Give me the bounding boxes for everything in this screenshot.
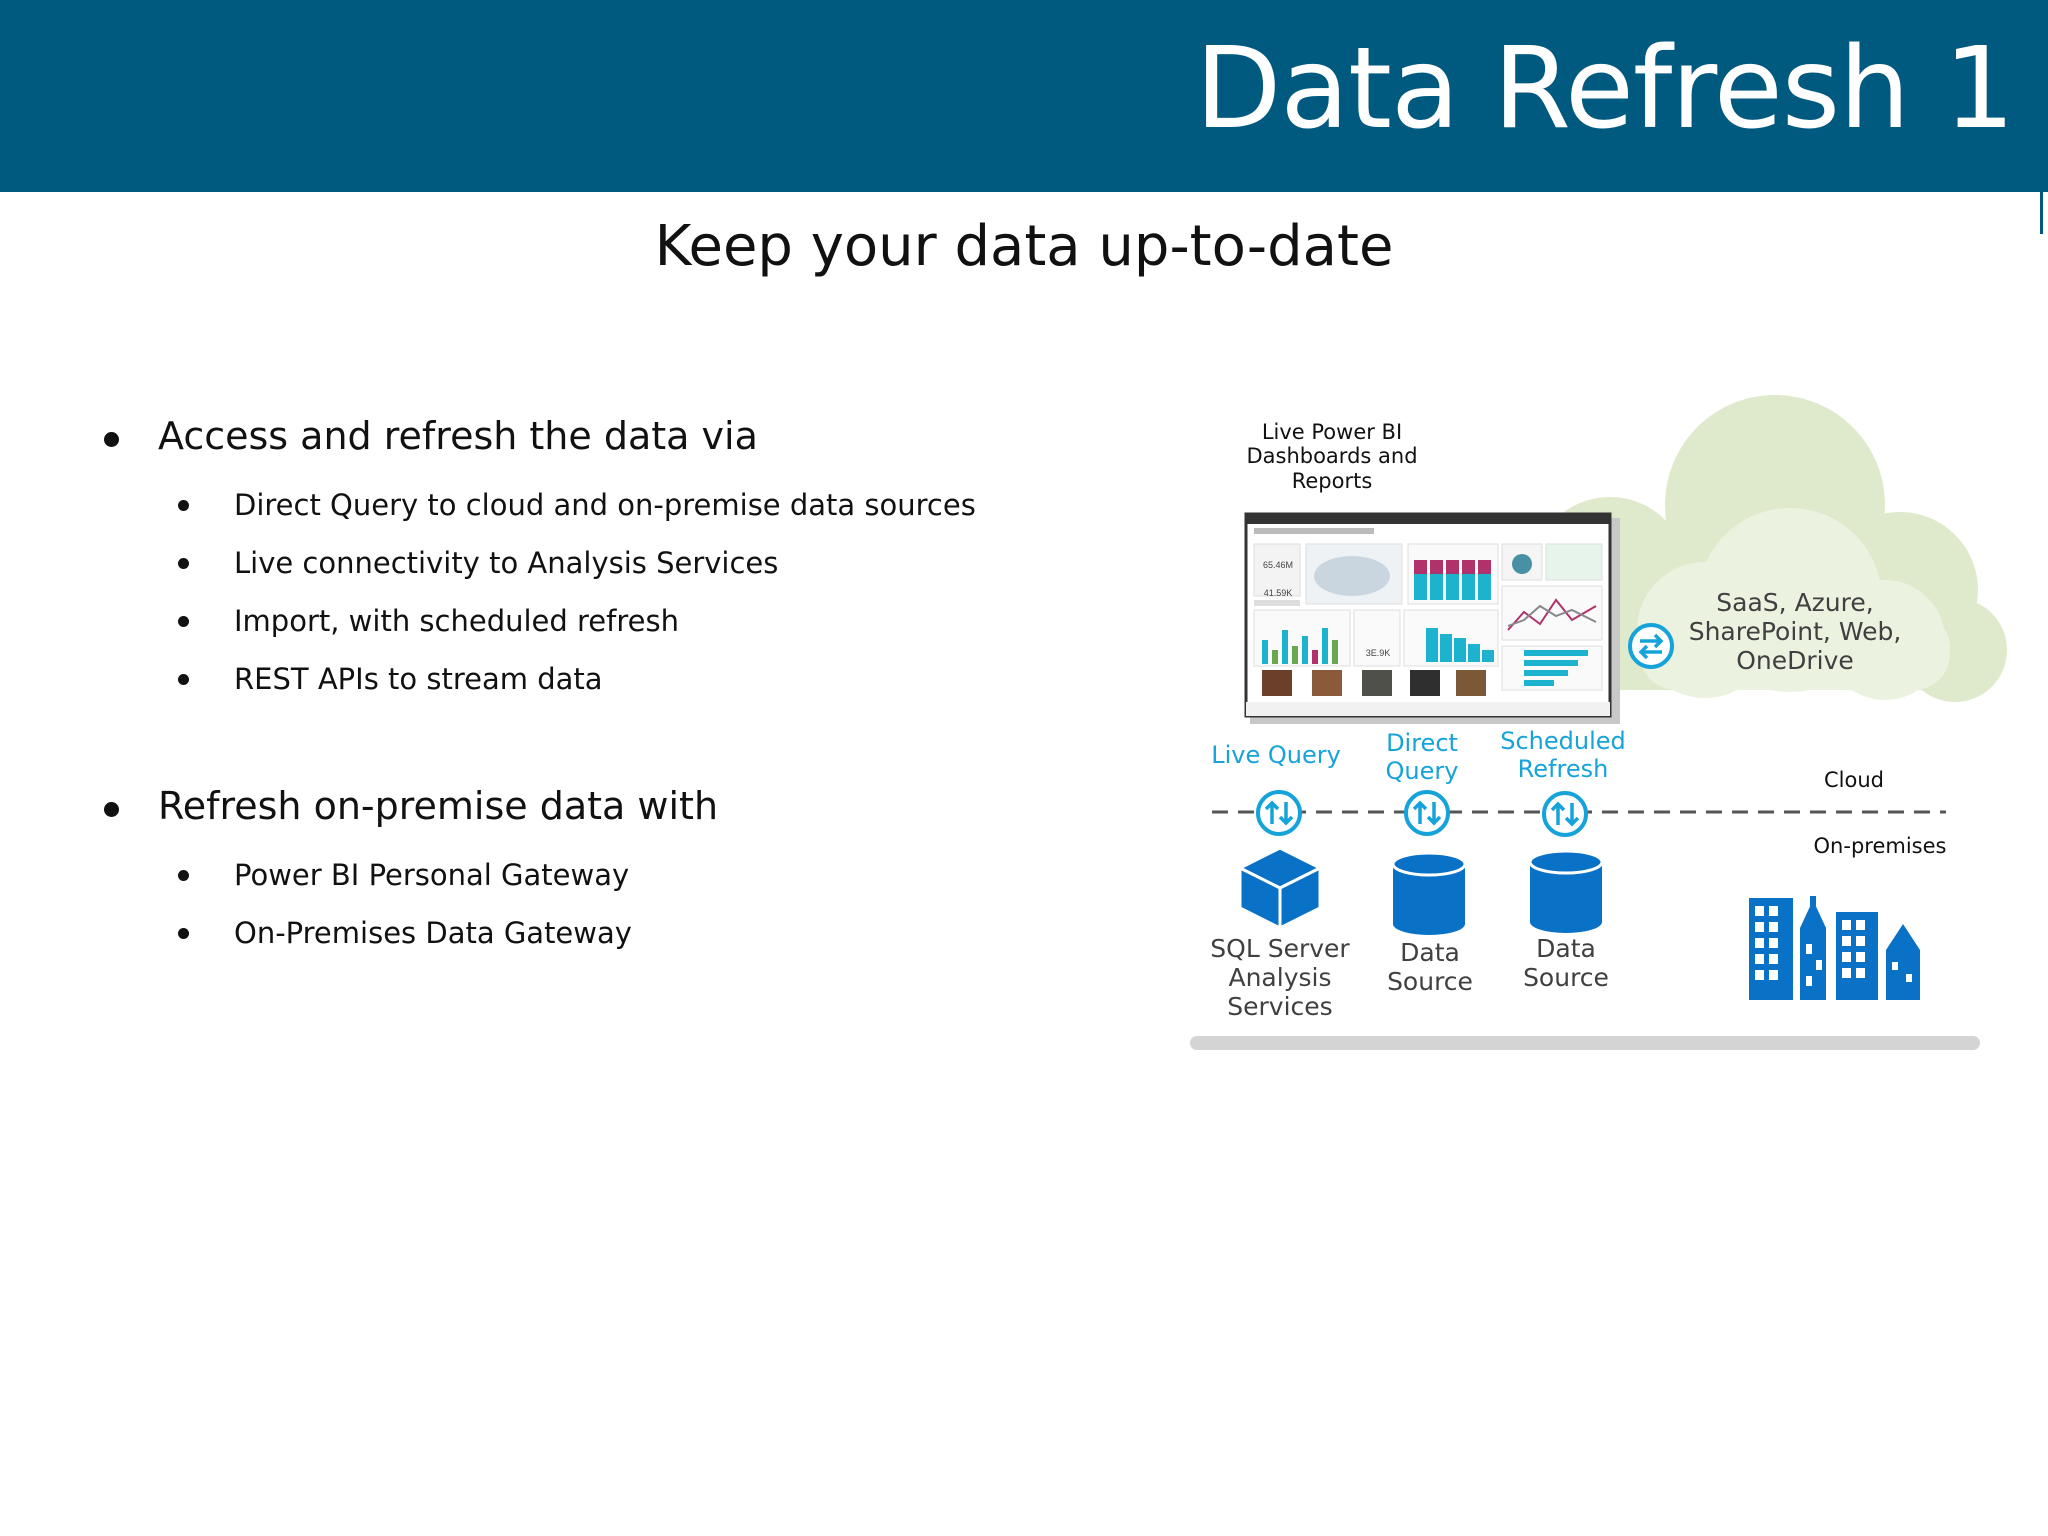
dashboards-label: Live Power BI Dashboards and Reports <box>1246 420 1418 493</box>
sync-icon <box>1404 790 1450 836</box>
bullet-item: Access and refresh the data via <box>158 414 758 458</box>
source-label: Data Source <box>1387 938 1473 996</box>
live-query-label: Live Query <box>1211 741 1341 769</box>
sub-bullet-item: Live connectivity to Analysis Services <box>234 546 779 580</box>
source-label: SQL Server Analysis Services <box>1210 934 1350 1021</box>
kpi-value: 3E.9K <box>1365 648 1391 658</box>
scheduled-refresh-label: Scheduled Refresh <box>1500 727 1626 783</box>
onprem-zone-label: On-premises <box>1813 834 1947 858</box>
kpi-value: 65.46M <box>1262 560 1294 570</box>
kpi-value: 41.59K <box>1263 588 1293 598</box>
cube-icon <box>1236 846 1324 931</box>
edge-mark <box>2040 192 2043 234</box>
bullet-dot <box>104 802 119 817</box>
bullet-item: Refresh on-premise data with <box>158 784 719 828</box>
bullet-dot <box>104 432 119 447</box>
ground-shadow <box>1190 1036 1980 1050</box>
sync-icon <box>1542 791 1588 837</box>
bullet-dot <box>178 928 189 939</box>
dashboard-thumbnail <box>1244 512 1620 724</box>
sub-bullet-item: Power BI Personal Gateway <box>234 858 630 892</box>
database-icon <box>1391 851 1467 935</box>
sync-icon <box>1256 790 1302 836</box>
bullet-dot <box>178 558 189 569</box>
cloud-zone-label: Cloud <box>1824 768 1884 792</box>
header-band: Data Refresh 1 <box>0 0 2048 192</box>
direct-query-label: Direct Query <box>1385 729 1459 785</box>
sub-bullet-item: Direct Query to cloud and on-premise dat… <box>234 488 976 522</box>
source-label: Data Source <box>1523 934 1609 992</box>
bullet-dot <box>178 616 189 627</box>
sub-bullet-item: On-Premises Data Gateway <box>234 916 632 950</box>
database-icon <box>1528 849 1604 933</box>
sub-bullet-item: REST APIs to stream data <box>234 662 603 696</box>
bullet-dot <box>178 500 189 511</box>
bullet-dot <box>178 870 189 881</box>
sub-bullet-item: Import, with scheduled refresh <box>234 604 679 638</box>
slide-subtitle: Keep your data up-to-date <box>654 214 1394 279</box>
buildings-icon <box>1749 896 1920 1000</box>
cloud-sources-label: SaaS, Azure, SharePoint, Web, OneDrive <box>1688 588 1902 675</box>
cloud-inner-shape <box>1637 508 1950 700</box>
sync-icon <box>1628 623 1674 669</box>
slide-title: Data Refresh 1 <box>1195 24 2015 154</box>
bullet-dot <box>178 674 189 685</box>
